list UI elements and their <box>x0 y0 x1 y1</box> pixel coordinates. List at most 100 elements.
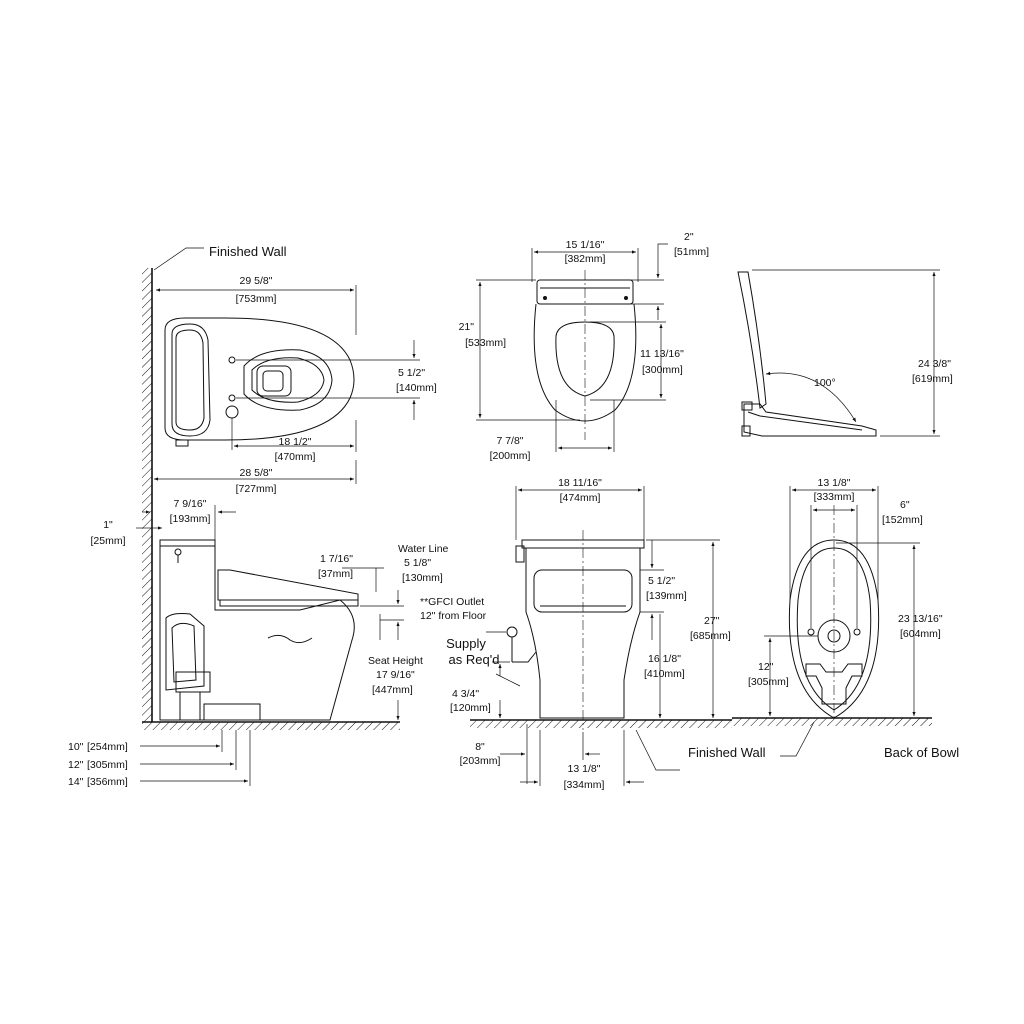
svg-text:as Req'd: as Req'd <box>449 652 500 667</box>
front-base-width-dim: 13 1/8" [334mm] <box>520 730 644 791</box>
svg-text:29 5/8": 29 5/8" <box>240 275 273 287</box>
back-height-dim: 23 13/16" [604mm] <box>836 542 943 716</box>
svg-text:[200mm]: [200mm] <box>490 450 531 462</box>
svg-text:7 7/8": 7 7/8" <box>496 435 523 447</box>
supply-callout: Supply as Req'd <box>446 636 521 687</box>
top-overall-length-dim: 29 5/8" [753mm] <box>156 275 357 335</box>
svg-text:Supply: Supply <box>446 636 486 651</box>
svg-text:[474mm]: [474mm] <box>560 492 601 504</box>
svg-text:18 11/16": 18 11/16" <box>558 477 602 489</box>
gfci-outlet-note: **GFCI Outlet 12" from Floor <box>420 596 487 622</box>
svg-text:[410mm]: [410mm] <box>644 668 685 680</box>
side-tank-depth-dim: 7 9/16" [193mm] <box>142 498 236 540</box>
svg-text:[140mm]: [140mm] <box>396 382 437 394</box>
side-wall-gap-dim: 1" [25mm] <box>90 519 162 547</box>
svg-text:[604mm]: [604mm] <box>900 628 941 640</box>
svg-text:[619mm]: [619mm] <box>912 373 953 385</box>
svg-text:5 1/2": 5 1/2" <box>398 367 425 379</box>
svg-text:28 5/8": 28 5/8" <box>240 467 273 479</box>
front-seat-band-dim: 5 1/2" [139mm] <box>640 540 687 640</box>
water-line-callout: Water Line 5 1/8" [130mm] <box>360 543 449 640</box>
back-view-toilet <box>788 505 880 720</box>
seat-opening-width-dim: 7 7/8" [200mm] <box>490 400 615 462</box>
svg-text:1": 1" <box>103 519 113 531</box>
svg-text:[300mm]: [300mm] <box>642 364 683 376</box>
seat-top-view <box>533 270 637 440</box>
svg-text:[382mm]: [382mm] <box>565 253 606 265</box>
svg-text:[533mm]: [533mm] <box>465 337 506 349</box>
supply-height-dim: 4 3/4" [120mm] <box>450 661 510 718</box>
seat-side-view: 100° <box>737 271 877 437</box>
svg-text:[685mm]: [685mm] <box>690 630 731 642</box>
svg-text:18 1/2": 18 1/2" <box>279 436 312 448</box>
back-of-bowl-label: Back of Bowl <box>884 745 959 760</box>
front-overall-width-dim: 18 11/16" [474mm] <box>515 477 645 540</box>
svg-text:[470mm]: [470mm] <box>275 451 316 463</box>
svg-text:[333mm]: [333mm] <box>814 491 855 503</box>
svg-text:[305mm]: [305mm] <box>87 759 128 771</box>
svg-text:[753mm]: [753mm] <box>236 293 277 305</box>
svg-text:1 7/16": 1 7/16" <box>320 553 353 565</box>
svg-text:[25mm]: [25mm] <box>90 535 125 547</box>
svg-text:12": 12" <box>68 759 84 771</box>
svg-text:23 13/16": 23 13/16" <box>898 613 943 625</box>
svg-text:13 1/8": 13 1/8" <box>568 763 601 775</box>
top-view <box>164 317 355 447</box>
svg-text:Seat Height: Seat Height <box>368 655 423 667</box>
svg-text:6": 6" <box>900 499 910 511</box>
svg-text:14": 14" <box>68 776 84 788</box>
svg-text:[130mm]: [130mm] <box>402 572 443 584</box>
seat-height-dim: Seat Height 17 9/16" [447mm] <box>368 614 423 720</box>
svg-text:17 9/16": 17 9/16" <box>376 669 415 681</box>
front-rim-height-dim: 16 1/8" [410mm] <box>644 614 685 718</box>
svg-text:10": 10" <box>68 741 84 753</box>
rough-in-dims: 10" [254mm] 12" [305mm] 14" [356mm] <box>68 730 251 788</box>
top-bowl-front-dim: 18 1/2" [470mm] <box>231 418 357 463</box>
svg-text:[51mm]: [51mm] <box>674 246 709 258</box>
back-view-floor <box>732 717 932 726</box>
side-view-floor <box>142 721 400 730</box>
svg-text:[139mm]: [139mm] <box>646 590 687 602</box>
svg-text:27": 27" <box>704 615 720 627</box>
back-bolt-offset-dim: 6" [152mm] <box>810 499 923 628</box>
svg-text:Water Line: Water Line <box>398 543 449 555</box>
svg-text:16 1/8": 16 1/8" <box>648 653 681 665</box>
svg-text:13 1/8": 13 1/8" <box>818 477 851 489</box>
finished-wall-bottom-label: Finished Wall <box>688 745 766 760</box>
svg-text:2": 2" <box>684 231 694 243</box>
supply-valve <box>486 626 537 663</box>
finished-wall-left <box>142 268 153 724</box>
svg-text:5 1/8": 5 1/8" <box>404 557 431 569</box>
svg-text:[203mm]: [203mm] <box>460 755 501 767</box>
seat-hinge-depth-dim: 2" [51mm] <box>620 231 709 320</box>
svg-text:**GFCI Outlet: **GFCI Outlet <box>420 596 484 608</box>
svg-text:[37mm]: [37mm] <box>318 568 353 580</box>
supply-offset-dim: 8" [203mm] <box>460 724 600 784</box>
svg-text:[305mm]: [305mm] <box>748 676 789 688</box>
top-base-length-dim: 28 5/8" [727mm] <box>154 460 357 495</box>
back-width-dim: 13 1/8" [333mm] <box>789 477 879 600</box>
svg-text:15 1/16": 15 1/16" <box>566 239 605 251</box>
svg-text:5 1/2": 5 1/2" <box>648 575 675 587</box>
svg-text:7 9/16": 7 9/16" <box>174 498 207 510</box>
svg-text:[152mm]: [152mm] <box>882 514 923 526</box>
svg-text:11 13/16": 11 13/16" <box>640 348 684 360</box>
finished-wall-top-callout: Finished Wall <box>153 244 287 271</box>
svg-text:100°: 100° <box>814 377 836 389</box>
svg-text:[254mm]: [254mm] <box>87 741 128 753</box>
seat-open-height-dim: 24 3/8" [619mm] <box>752 269 953 437</box>
seat-opening-length-dim: 11 13/16" [300mm] <box>590 321 684 401</box>
svg-text:[334mm]: [334mm] <box>564 779 605 791</box>
svg-text:8": 8" <box>475 741 485 753</box>
front-overall-height-dim: 27" [685mm] <box>646 539 731 718</box>
seat-width-dim: 15 1/16" [382mm] <box>531 239 639 282</box>
finished-wall-top-label: Finished Wall <box>209 244 287 259</box>
seat-length-dim: 21" [533mm] <box>459 279 580 421</box>
front-view-floor <box>470 719 732 728</box>
svg-text:4 3/4": 4 3/4" <box>452 688 479 700</box>
svg-text:12": 12" <box>758 661 774 673</box>
top-hole-offset-dim: 5 1/2" [140mm] <box>236 340 437 420</box>
svg-text:[447mm]: [447mm] <box>372 684 413 696</box>
back-outlet-height-dim: 12" [305mm] <box>748 635 818 716</box>
